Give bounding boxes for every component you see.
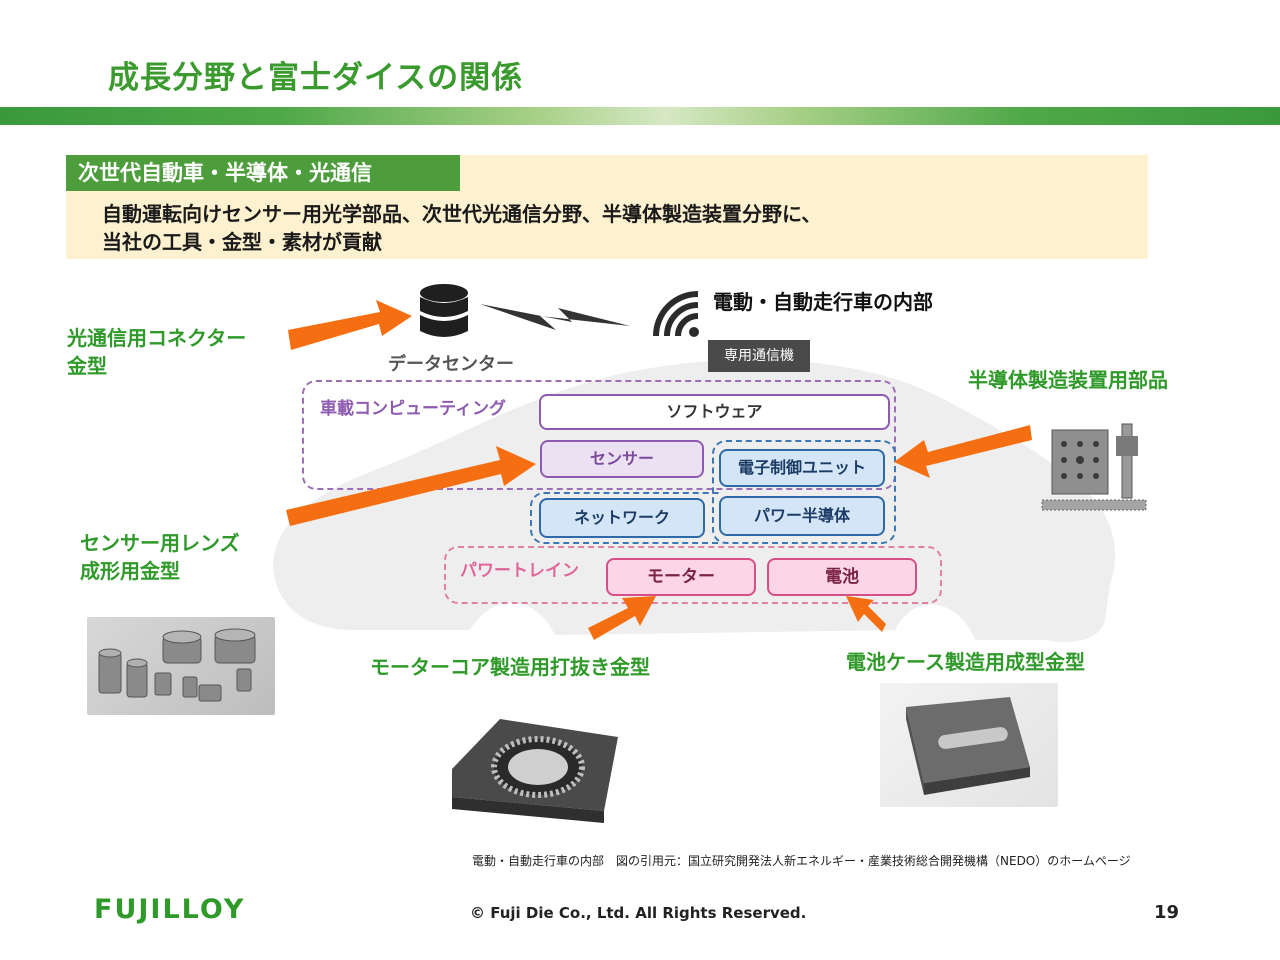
summary-text: 自動運転向けセンサー用光学部品、次世代光通信分野、半導体製造装置分野に、 当社の… bbox=[102, 200, 821, 256]
ecu-box: 電子制御ユニット bbox=[719, 449, 885, 487]
sensor-lens-line-2: 成形用金型 bbox=[80, 559, 180, 583]
motor-core-die-photo bbox=[452, 711, 618, 831]
optical-connector-line-2: 金型 bbox=[67, 354, 107, 378]
database-icon bbox=[420, 284, 468, 337]
battery-case-label: 電池ケース製造用成型金型 bbox=[846, 650, 1085, 674]
arrow-sensor-lens bbox=[286, 446, 536, 526]
wifi-icon bbox=[653, 291, 699, 337]
arrow-semiconductor bbox=[894, 425, 1032, 478]
sensor-box: センサー bbox=[540, 440, 704, 478]
powertrain-label: パワートレイン bbox=[460, 561, 579, 581]
summary-line-2: 当社の工具・金型・素材が貢献 bbox=[102, 230, 382, 254]
source-note: 電動・自動走行車の内部 図の引用元：国立研究開発法人新エネルギー・産業技術総合開… bbox=[472, 854, 1131, 868]
lens-mold-photo bbox=[87, 617, 275, 715]
page-number: 19 bbox=[1154, 902, 1180, 923]
power-semi-box: パワー半導体 bbox=[719, 496, 885, 536]
network-box: ネットワーク bbox=[539, 498, 705, 538]
arrow-optical-connector bbox=[288, 300, 412, 350]
arrow-motor-core bbox=[588, 596, 656, 640]
arrow-battery-case bbox=[846, 596, 886, 632]
page-title: 成長分野と富士ダイスの関係 bbox=[108, 60, 524, 96]
sensor-lens-line-1: センサー用レンズ bbox=[80, 531, 240, 555]
copyright: © Fuji Die Co., Ltd. All Rights Reserved… bbox=[470, 904, 807, 922]
computing-group bbox=[302, 380, 896, 490]
motor-box: モーター bbox=[606, 558, 756, 596]
diagram-heading: 電動・自動走行車の内部 bbox=[713, 290, 933, 314]
computing-group-label: 車載コンピューティング bbox=[320, 399, 506, 419]
fujilloy-logo: FUJILLOY bbox=[94, 894, 246, 925]
motor-core-label: モーターコア製造用打抜き金型 bbox=[370, 655, 650, 679]
network-group bbox=[530, 492, 720, 544]
software-box: ソフトウェア bbox=[539, 394, 890, 430]
battery-case-die-photo bbox=[880, 683, 1058, 807]
sensor-lens-label: センサー用レンズ 成形用金型 bbox=[80, 529, 240, 585]
comm-device: 専用通信機 bbox=[708, 340, 810, 372]
title-divider bbox=[0, 107, 1280, 125]
optical-connector-label: 光通信用コネクター 金型 bbox=[67, 324, 246, 380]
summary-line-1: 自動運転向けセンサー用光学部品、次世代光通信分野、半導体製造装置分野に、 bbox=[102, 202, 822, 226]
battery-box: 電池 bbox=[767, 558, 917, 596]
datacenter-label: データセンター bbox=[388, 354, 514, 375]
semiconductor-label: 半導体製造装置用部品 bbox=[968, 368, 1168, 392]
summary-tag: 次世代自動車・半導体・光通信 bbox=[66, 155, 460, 191]
powertrain-group bbox=[444, 546, 942, 604]
semiconductor-parts-photo bbox=[1040, 422, 1148, 514]
optical-connector-line-1: 光通信用コネクター bbox=[67, 326, 247, 350]
